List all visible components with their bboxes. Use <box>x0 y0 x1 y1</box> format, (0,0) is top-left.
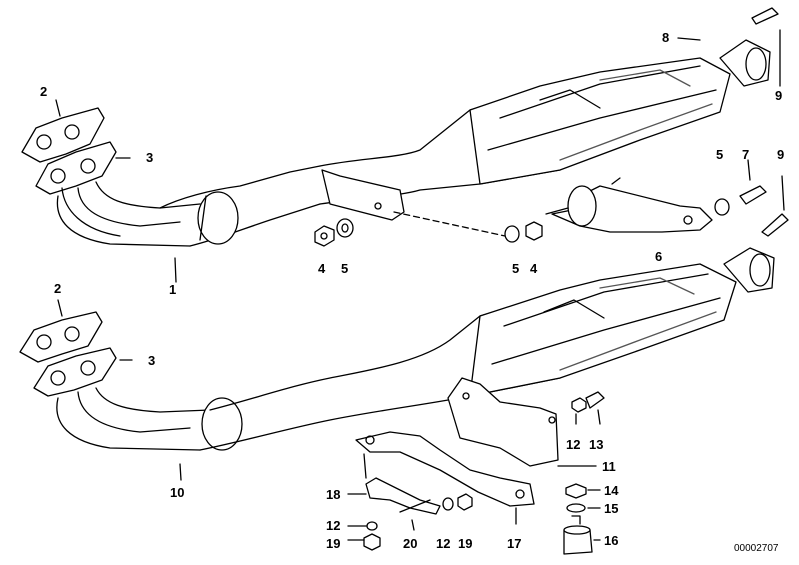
label-part-2-top: 2 <box>40 84 48 99</box>
label-part-16: 16 <box>604 533 619 548</box>
label-part-9-top: 9 <box>775 88 783 103</box>
label-part-9-middle: 9 <box>777 147 785 162</box>
label-part-3-bottom: 3 <box>148 353 156 368</box>
nut-4-left <box>314 225 335 247</box>
label-part-18: 18 <box>326 487 341 502</box>
rubber-mount-6 <box>545 177 713 233</box>
bracket-11 <box>447 377 597 467</box>
label-part-12-left: 12 <box>326 518 341 533</box>
label-part-11: 11 <box>602 459 616 474</box>
washer-15 <box>566 503 601 513</box>
washer-5-right <box>504 225 520 243</box>
label-part-4-right: 4 <box>530 261 538 276</box>
clamp-18 <box>347 453 441 515</box>
label-part-13: 13 <box>589 437 604 452</box>
bracket-17 <box>355 431 535 525</box>
label-part-3-top: 3 <box>146 150 154 165</box>
label-part-10: 10 <box>170 485 185 500</box>
label-part-6: 6 <box>655 249 663 264</box>
label-part-12-right: 12 <box>566 437 581 452</box>
nut-4-right <box>525 221 543 241</box>
nut-14 <box>565 483 601 499</box>
label-part-4-left: 4 <box>318 261 326 276</box>
exhaust-pipe-1 <box>21 39 771 247</box>
label-part-15: 15 <box>604 501 619 516</box>
label-part-12-middle: 12 <box>436 536 451 551</box>
label-part-5-right: 5 <box>512 261 520 276</box>
label-part-2-bottom: 2 <box>54 281 62 296</box>
label-part-5-left: 5 <box>341 261 349 276</box>
washer-5-left <box>336 218 354 238</box>
label-part-19-left: 19 <box>326 536 341 551</box>
diagram-code: 00002707 <box>734 543 779 554</box>
label-part-17: 17 <box>507 536 522 551</box>
label-part-7: 7 <box>742 147 750 162</box>
label-part-19-right: 19 <box>458 536 473 551</box>
label-part-20: 20 <box>403 536 418 551</box>
label-part-8: 8 <box>662 30 670 45</box>
exhaust-pipe-10 <box>19 247 775 451</box>
label-part-5-upper: 5 <box>716 147 724 162</box>
label-part-14: 14 <box>604 483 619 498</box>
rubber-mount-16 <box>563 515 601 555</box>
label-part-1: 1 <box>169 282 177 297</box>
